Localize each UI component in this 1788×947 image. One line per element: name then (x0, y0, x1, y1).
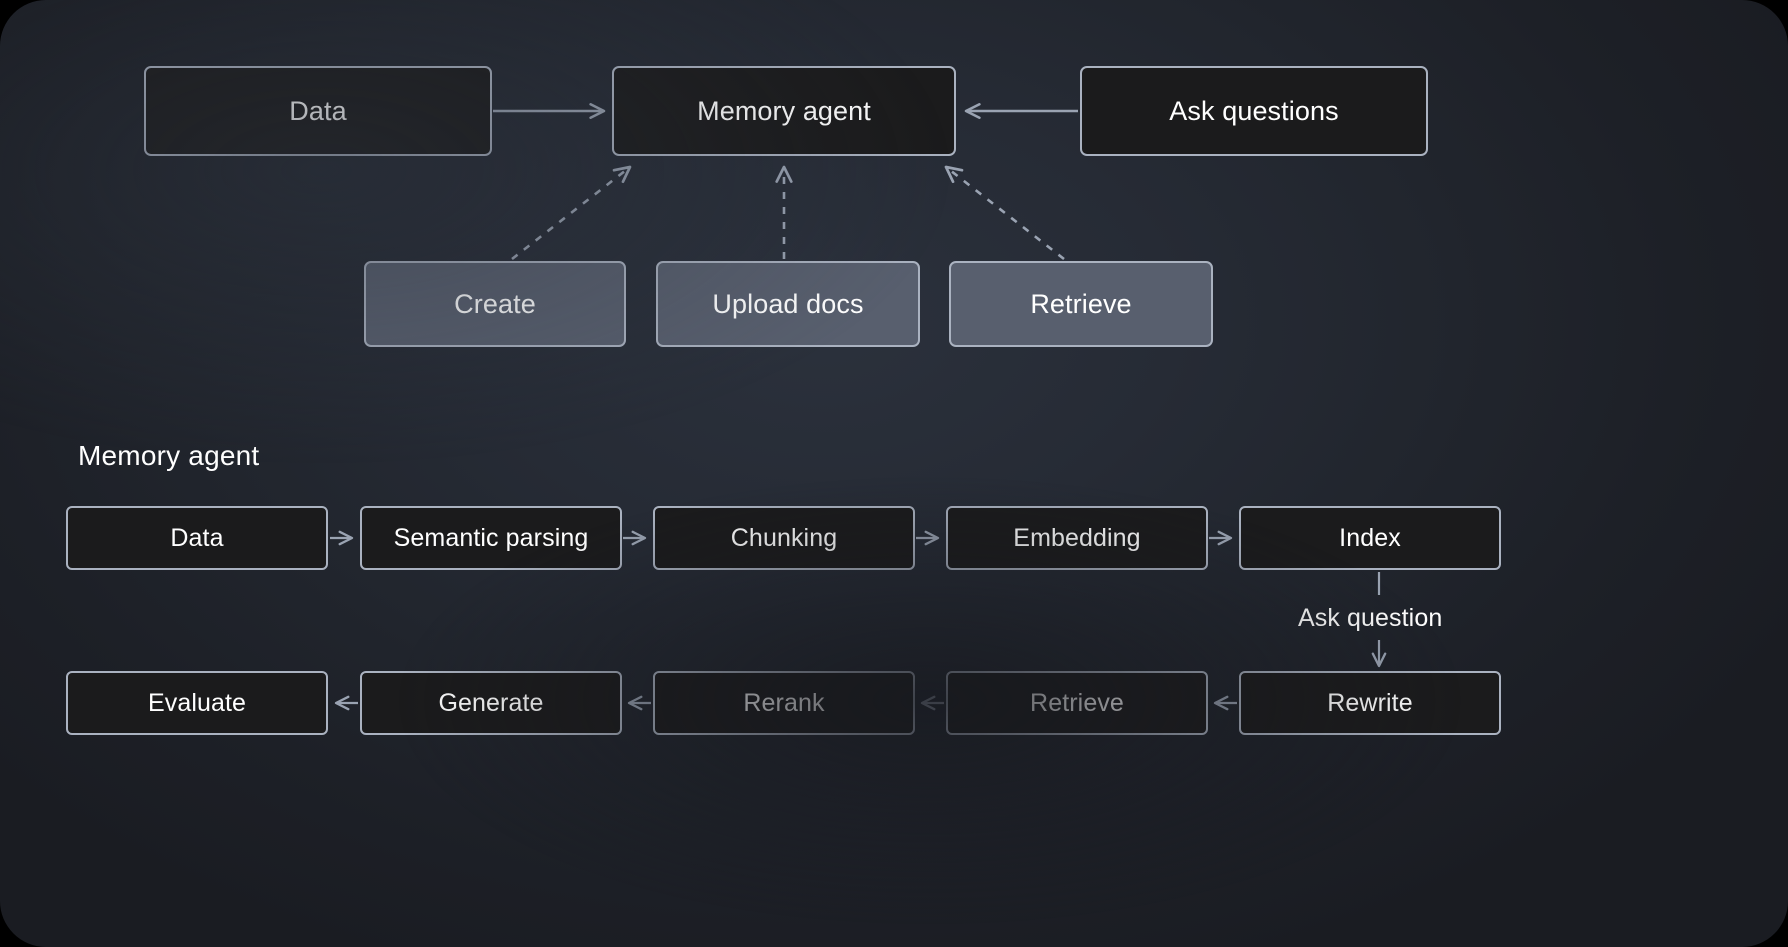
node-pipeline-retrieve[interactable]: Retrieve (946, 671, 1208, 735)
node-pipeline-evaluate-label: Evaluate (147, 688, 247, 717)
pipeline-title: Memory agent (78, 440, 260, 471)
node-pipeline-rewrite-label: Rewrite (1327, 688, 1413, 717)
node-pipeline-embedding-label: Embedding (1013, 523, 1141, 552)
node-pipeline-embedding[interactable]: Embedding (946, 506, 1208, 570)
node-ask-questions[interactable]: Ask questions (1080, 66, 1428, 156)
edge-label-ask-question: Ask question (1298, 604, 1443, 632)
node-pipeline-semantic-parsing-label: Semantic parsing (393, 523, 589, 552)
node-ask-questions-label: Ask questions (1169, 95, 1339, 126)
node-memory-agent[interactable]: Memory agent (612, 66, 956, 156)
node-retrieve-label: Retrieve (1030, 288, 1132, 319)
node-pipeline-index[interactable]: Index (1239, 506, 1501, 570)
node-upload-docs[interactable]: Upload docs (656, 261, 920, 347)
node-data-label: Data (289, 95, 347, 126)
node-create-label: Create (454, 288, 536, 319)
node-pipeline-rewrite[interactable]: Rewrite (1239, 671, 1501, 735)
node-pipeline-evaluate[interactable]: Evaluate (66, 671, 328, 735)
node-create[interactable]: Create (364, 261, 626, 347)
node-pipeline-chunking-label: Chunking (730, 523, 838, 552)
node-upload-docs-label: Upload docs (712, 288, 864, 319)
node-pipeline-generate[interactable]: Generate (360, 671, 622, 735)
node-pipeline-index-label: Index (1339, 523, 1401, 552)
edge-retrieve-to-memory-agent (944, 165, 1065, 261)
node-pipeline-chunking[interactable]: Chunking (653, 506, 915, 570)
node-data[interactable]: Data (144, 66, 492, 156)
node-pipeline-generate-label: Generate (438, 688, 544, 717)
node-pipeline-semantic-parsing[interactable]: Semantic parsing (360, 506, 622, 570)
node-pipeline-data[interactable]: Data (66, 506, 328, 570)
node-pipeline-rerank[interactable]: Rerank (653, 671, 915, 735)
node-memory-agent-label: Memory agent (697, 95, 871, 126)
node-pipeline-data-label: Data (170, 523, 224, 552)
edge-create-to-memory-agent (511, 165, 632, 261)
node-retrieve[interactable]: Retrieve (949, 261, 1213, 347)
node-pipeline-retrieve-label: Retrieve (1030, 688, 1124, 717)
node-pipeline-rerank-label: Rerank (743, 688, 825, 717)
